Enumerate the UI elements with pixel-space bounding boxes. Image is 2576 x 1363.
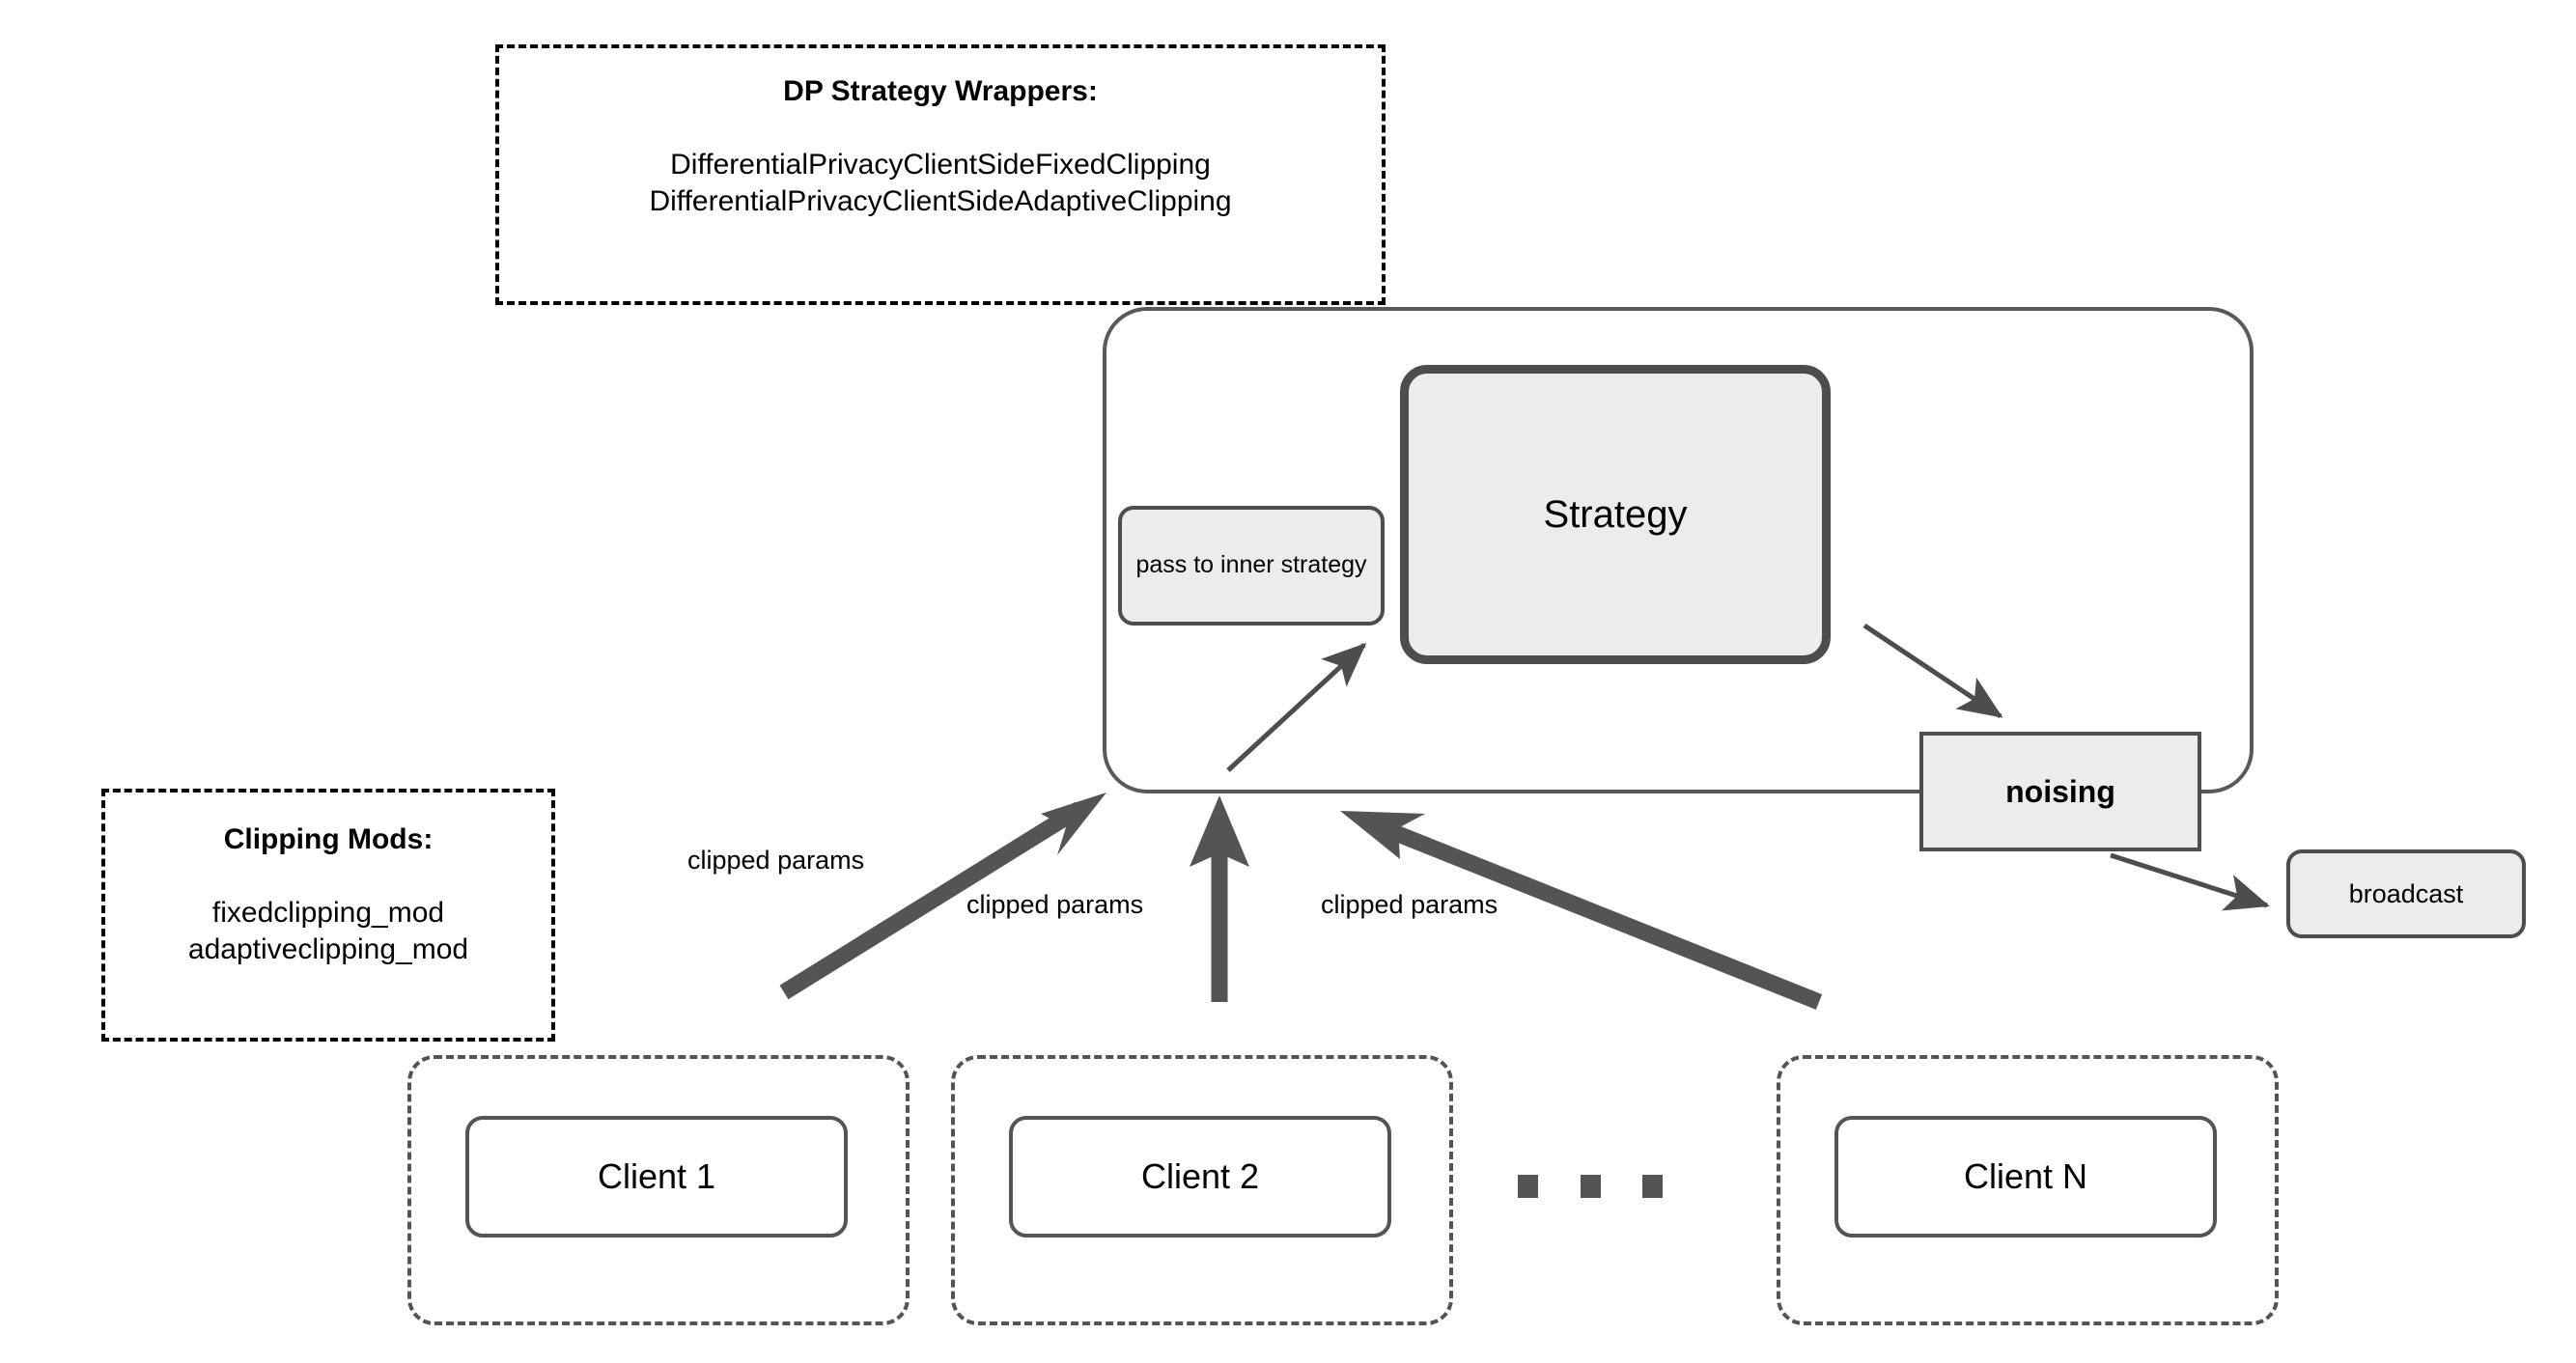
client-node-n[interactable]: Client N: [1834, 1116, 2217, 1238]
clipping-mods-annotation: Clipping Mods: fixedclipping_mod adaptiv…: [101, 789, 555, 1042]
dp-strategy-wrappers-annotation: DP Strategy Wrappers: DifferentialPrivac…: [495, 44, 1386, 305]
client-node-2[interactable]: Client 2: [1009, 1116, 1391, 1238]
pass-to-inner-strategy-node[interactable]: pass to inner strategy: [1118, 506, 1385, 626]
edge-label-clipped-params-3: clipped params: [1321, 890, 1498, 919]
dp-wrappers-item-1: DifferentialPrivacyClientSideAdaptiveCli…: [649, 185, 1232, 218]
broadcast-node[interactable]: broadcast: [2286, 849, 2526, 938]
server-strategy-container: [1103, 307, 2254, 793]
broadcast-label: broadcast: [2348, 878, 2464, 908]
client-label-n: Client N: [1963, 1156, 2088, 1196]
strategy-node[interactable]: Strategy: [1400, 365, 1831, 664]
edge-client2-to-server: [1190, 795, 1249, 1002]
clients-ellipsis: [1518, 1174, 1663, 1199]
noising-label: noising: [2005, 773, 2115, 809]
dp-wrappers-title: DP Strategy Wrappers:: [783, 75, 1098, 107]
clipping-mods-item-0: fixedclipping_mod: [211, 897, 445, 929]
edge-label-clipped-params-1: clipped params: [687, 846, 865, 875]
clipping-mods-item-1: adaptiveclipping_mod: [187, 933, 469, 966]
dp-wrappers-item-0: DifferentialPrivacyClientSideFixedClippi…: [670, 149, 1211, 181]
client-node-1[interactable]: Client 1: [465, 1116, 848, 1238]
ellipsis-dot-2: [1580, 1175, 1601, 1198]
noising-node[interactable]: noising: [1919, 732, 2201, 851]
ellipsis-dot-3: [1642, 1175, 1663, 1198]
clipping-mods-title: Clipping Mods:: [223, 823, 434, 855]
pass-to-inner-strategy-label: pass to inner strategy: [1135, 551, 1367, 579]
client-label-2: Client 2: [1140, 1156, 1260, 1196]
ellipsis-dot-1: [1518, 1175, 1538, 1198]
client-label-1: Client 1: [597, 1156, 716, 1196]
client-group-2: Client 2: [951, 1055, 1453, 1325]
edge-noising-to-broadcast: [2110, 852, 2270, 911]
edge-label-clipped-params-2: clipped params: [966, 890, 1144, 919]
strategy-label: Strategy: [1543, 492, 1688, 536]
client-group-1: Client 1: [407, 1055, 910, 1325]
client-group-n: Client N: [1777, 1055, 2279, 1325]
